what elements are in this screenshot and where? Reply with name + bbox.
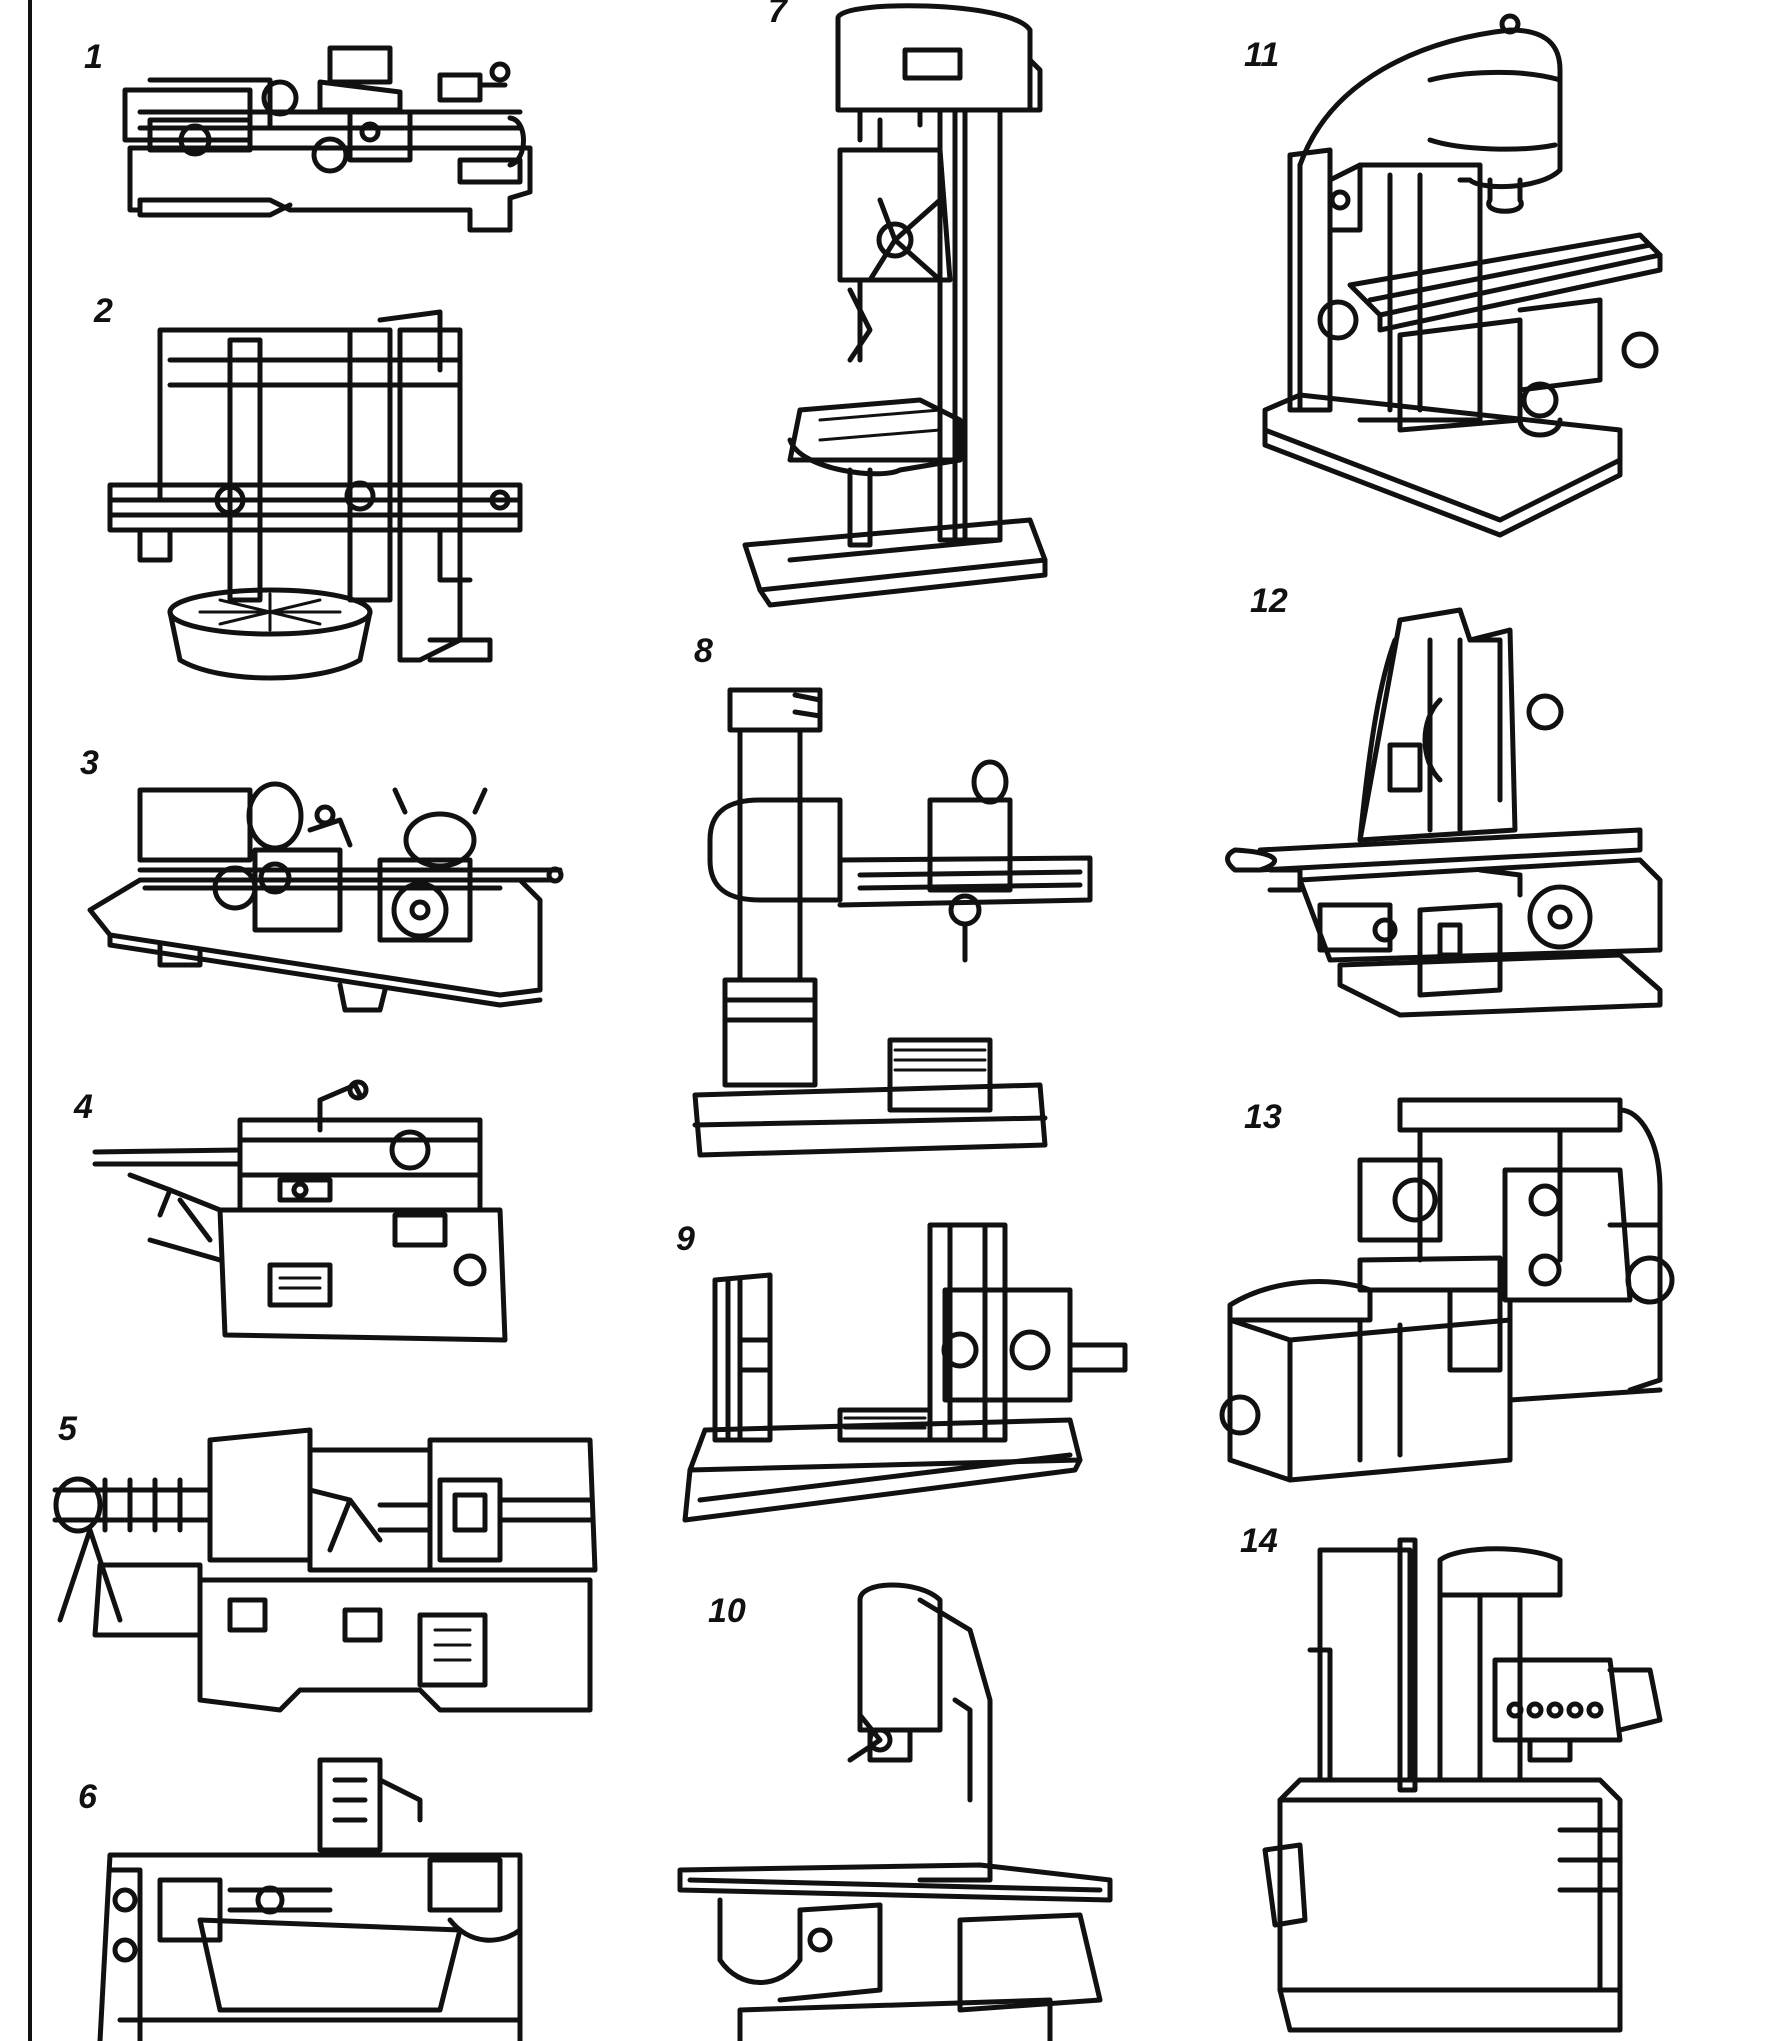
machine-3-label: 3 [80, 744, 99, 782]
machine-1: 1 [84, 38, 533, 233]
machine-1-label: 1 [84, 38, 103, 76]
machine-6-label: 6 [78, 1778, 98, 1816]
machine-4: 4 [73, 1079, 508, 1343]
machine-5: 5 [52, 1410, 598, 1713]
machine-8-label: 8 [694, 632, 713, 670]
machine-7: 7 [742, 0, 1048, 608]
machine-8: 8 [692, 632, 1093, 1158]
machine-11: 11 [1244, 13, 1663, 538]
machine-12: 12 [1225, 582, 1663, 1018]
machine-9: 9 [676, 1220, 1128, 1523]
machine-5-label: 5 [58, 1410, 78, 1448]
machine-10-label: 10 [708, 1592, 746, 1630]
machine-2-label: 2 [93, 292, 113, 330]
machine-3: 3 [80, 744, 564, 1013]
machine-6: 6 [78, 1757, 523, 2041]
machine-9-label: 9 [676, 1220, 695, 1258]
machine-4-label: 4 [73, 1088, 93, 1126]
machine-13: 13 [1219, 1097, 1675, 1483]
machine-13-label: 13 [1244, 1098, 1282, 1136]
machine-7-label: 7 [768, 0, 789, 30]
machine-14: 14 [1240, 1522, 1663, 2033]
machine-10: 10 [677, 1582, 1113, 2041]
machine-2: 2 [93, 292, 523, 681]
machine-12-label: 12 [1250, 582, 1288, 620]
machine-14-label: 14 [1240, 1522, 1278, 1560]
machine-11-label: 11 [1244, 36, 1279, 74]
